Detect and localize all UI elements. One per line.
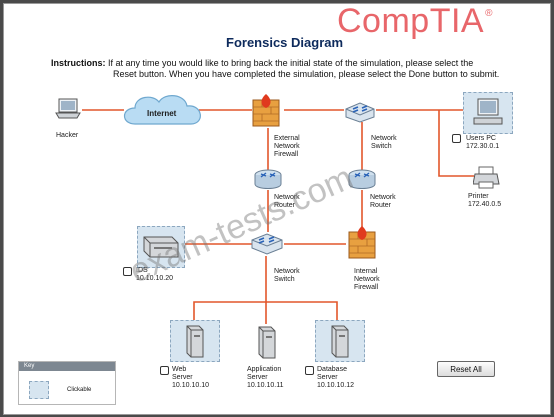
instructions: Instructions: If at any time you would l… — [51, 58, 541, 80]
ids-ip: 10.10.10.20 — [136, 275, 173, 282]
reset-all-button[interactable]: Reset All — [437, 361, 495, 377]
web-server-checkbox[interactable] — [160, 366, 169, 375]
web-server-ip: 10.10.10.10 — [172, 382, 209, 389]
key-title: Key — [19, 362, 115, 371]
simulation-window: CompTIA® Forensics Diagram Instructions:… — [3, 3, 551, 415]
center-switch-icon — [250, 232, 284, 261]
key-legend: Key Clickable — [18, 361, 116, 405]
page-title: Forensics Diagram — [226, 35, 344, 50]
database-server-checkbox[interactable] — [305, 366, 314, 375]
users-pc-checkbox[interactable] — [452, 134, 461, 143]
internet-label: Internet — [147, 109, 177, 118]
users-pc-clickable[interactable] — [463, 92, 513, 134]
database-server-ip: 10.10.10.12 — [317, 382, 354, 389]
instructions-line1: If at any time you would like to bring b… — [108, 58, 474, 68]
application-server-ip: 10.10.10.11 — [247, 382, 284, 389]
ids-icon — [143, 236, 179, 258]
printer-icon — [472, 166, 501, 195]
printer-label: Printer — [468, 193, 489, 200]
ids-clickable[interactable] — [137, 226, 185, 268]
web-server-icon — [186, 325, 204, 358]
instructions-label: Instructions: — [51, 58, 106, 68]
left-router-icon — [253, 168, 283, 197]
database-server-icon — [331, 325, 349, 358]
web-server-clickable[interactable] — [170, 320, 220, 362]
clickable-legend-label: Clickable — [67, 387, 92, 393]
users-pc-icon — [473, 98, 503, 125]
right-router-icon — [347, 168, 377, 197]
hacker-laptop-icon — [55, 98, 81, 125]
instructions-line2: Reset button. When you have completed th… — [113, 69, 500, 79]
users-pc-label: Users PC — [466, 135, 496, 142]
internal-firewall-icon — [347, 226, 377, 265]
internet-cloud-icon — [117, 90, 207, 137]
network-links — [82, 109, 474, 324]
ids-checkbox[interactable] — [123, 267, 132, 276]
application-server-icon — [253, 324, 283, 365]
printer-ip: 172.40.0.5 — [468, 201, 502, 208]
clickable-swatch — [29, 381, 49, 399]
database-server-clickable[interactable] — [315, 320, 365, 362]
comptia-logo: CompTIA® — [337, 3, 493, 40]
hacker-label: Hacker — [56, 132, 79, 139]
ids-label: IDS — [136, 267, 148, 274]
users-pc-ip: 172.30.0.1 — [466, 143, 500, 150]
top-switch-icon — [344, 101, 376, 128]
external-firewall-icon — [251, 94, 281, 133]
